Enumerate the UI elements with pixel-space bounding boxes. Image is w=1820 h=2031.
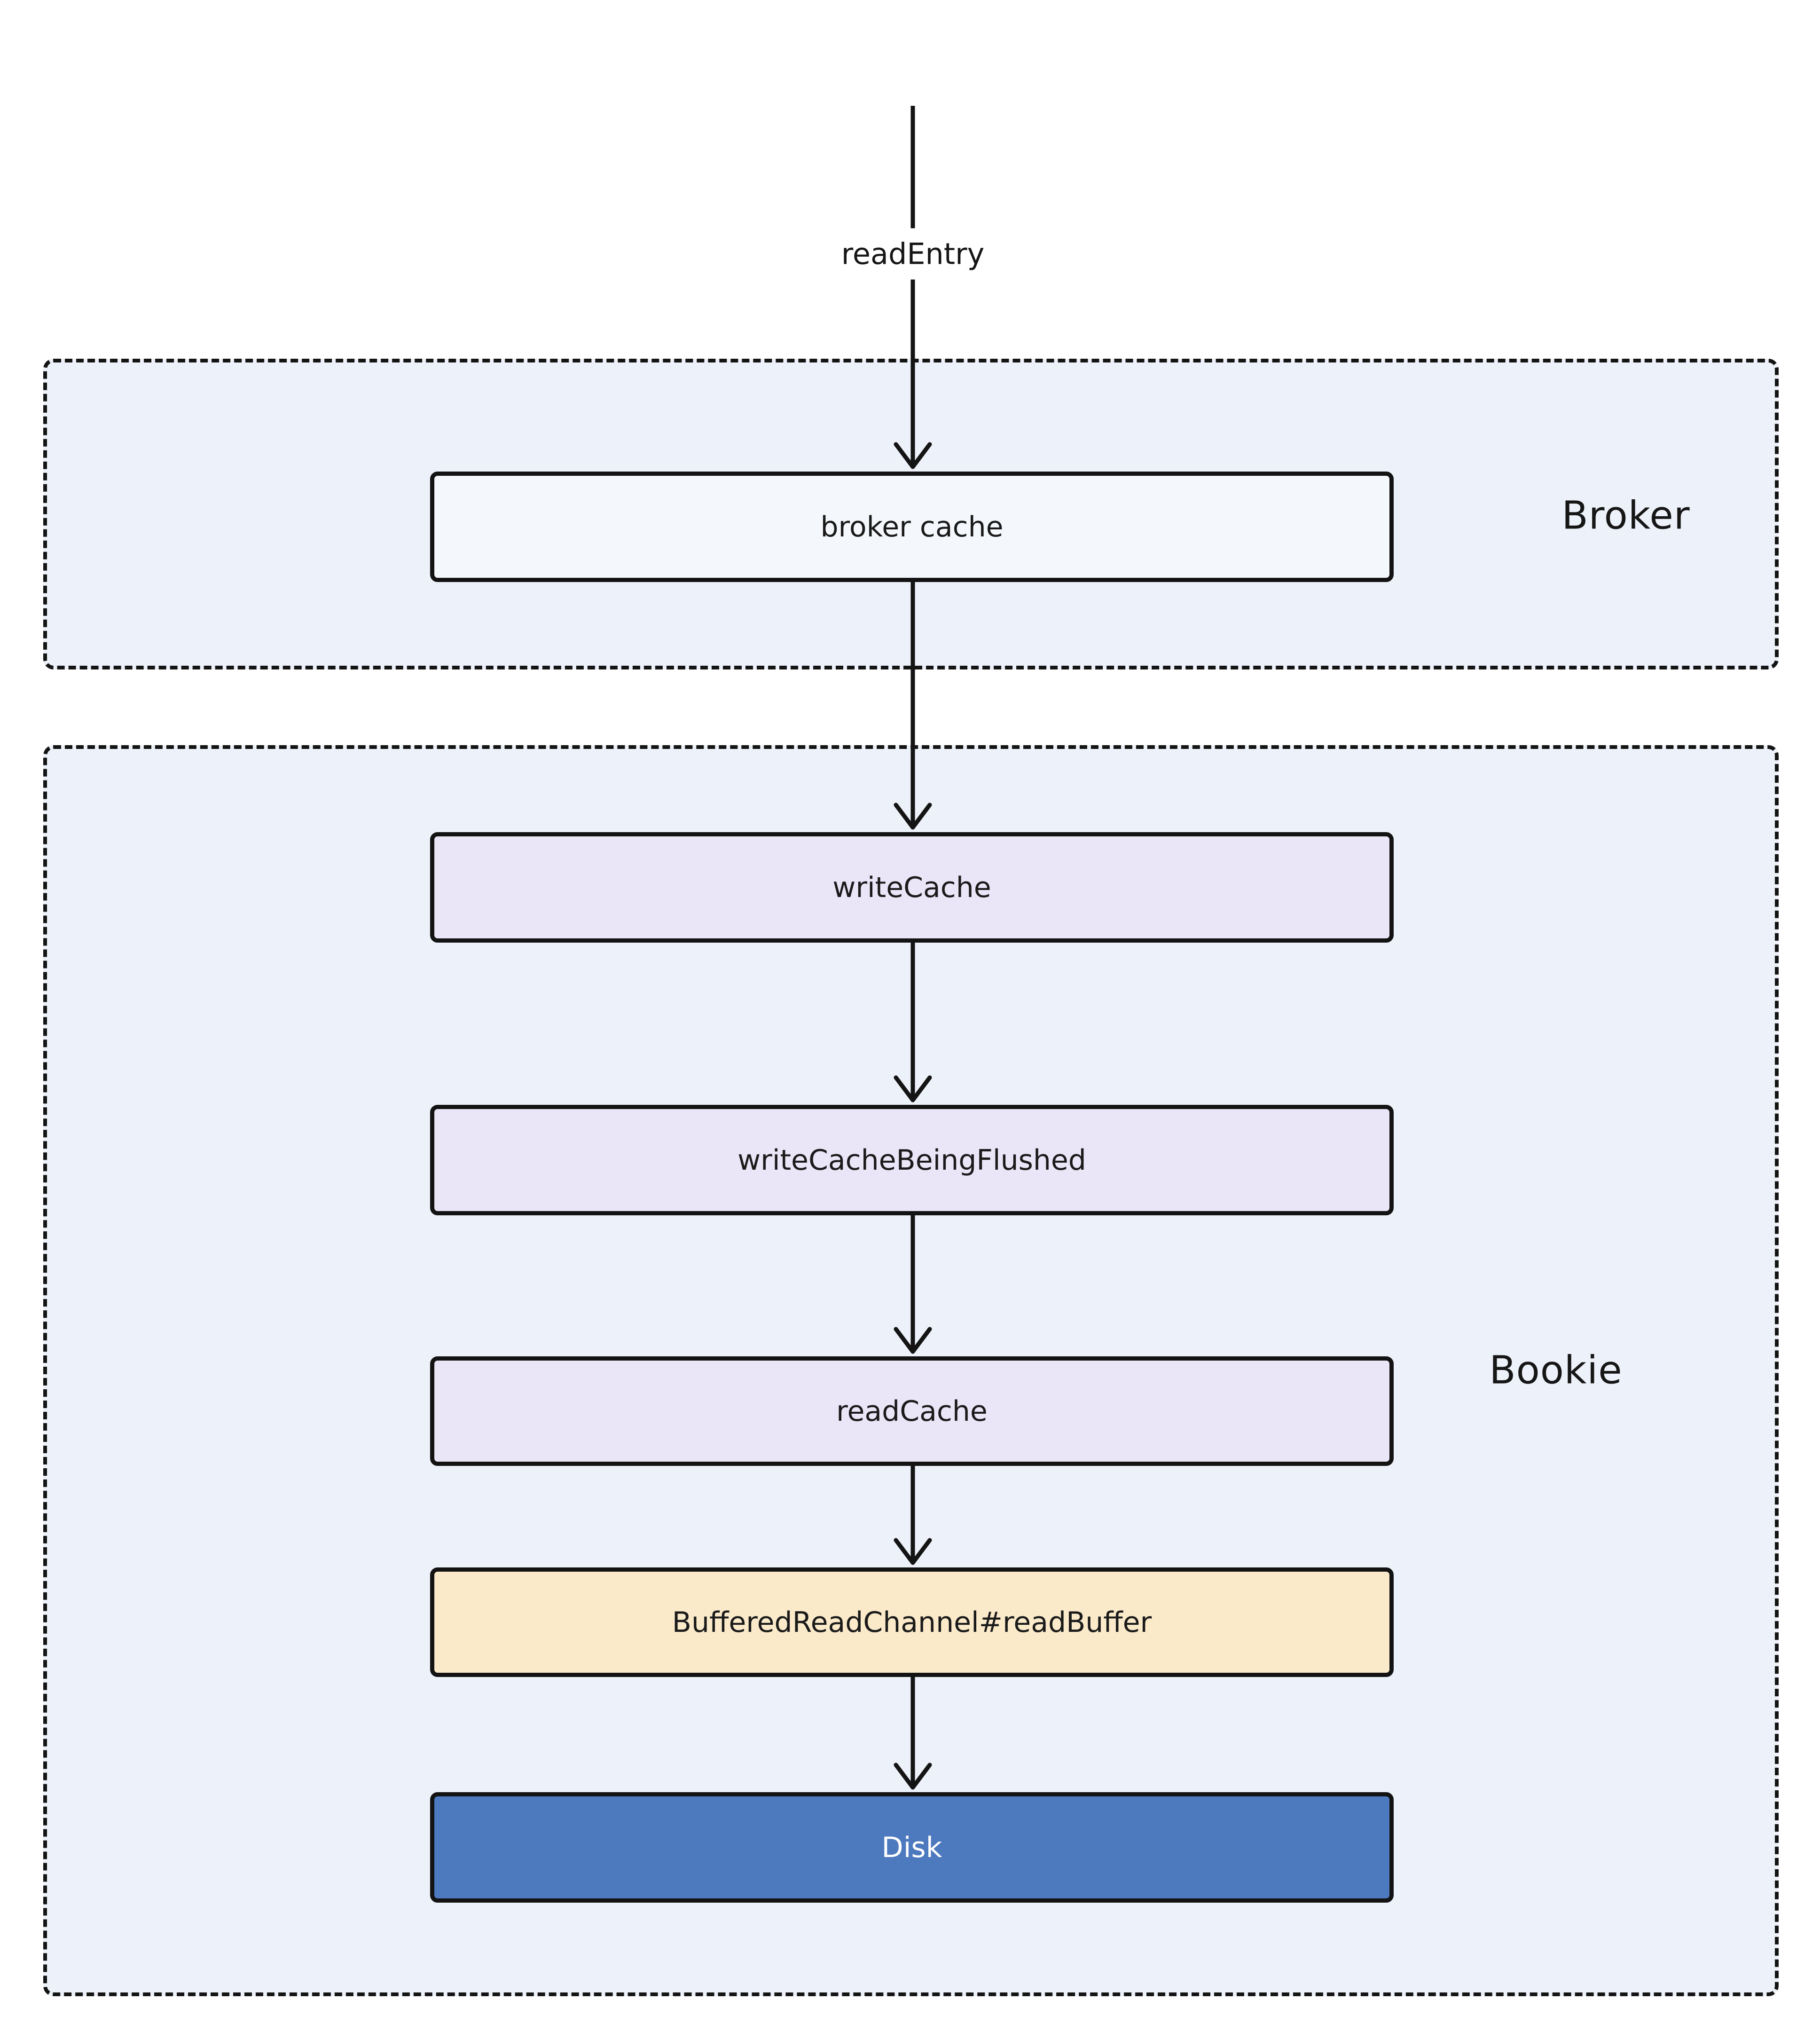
node-read-cache: readCache [430,1356,1394,1466]
read-entry-arrow-label: readEntry [827,228,999,280]
node-disk: Disk [430,1792,1394,1903]
node-write-cache-being-flushed: writeCacheBeingFlushed [430,1105,1394,1215]
node-buffered-read-channel: BufferedReadChannel#readBuffer [430,1567,1394,1677]
broker-group-label: Broker [1561,493,1690,538]
node-broker-cache: broker cache [430,472,1394,582]
node-write-cache: writeCache [430,832,1394,943]
bookie-group-label: Bookie [1489,1348,1623,1393]
